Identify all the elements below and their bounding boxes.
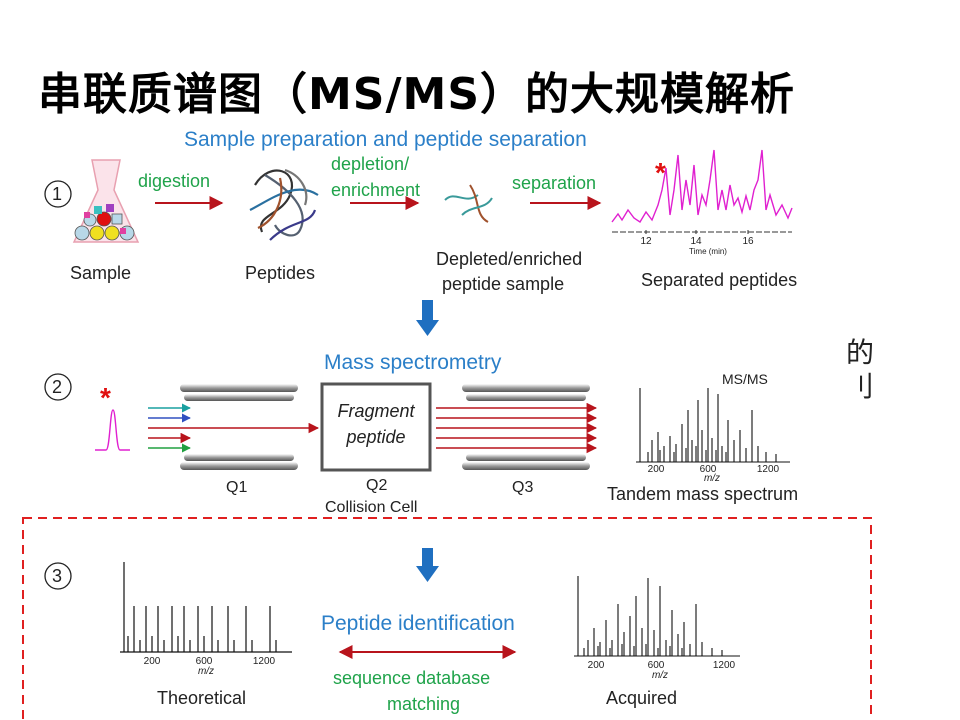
section1-heading: Sample preparation and peptide separatio… [184,128,587,151]
chrom-tick: 14 [690,236,702,247]
depletion-label: depletion/ [331,154,410,174]
down-arrow-icon-2 [416,548,439,582]
fragment-line2: peptide [346,427,406,447]
down-arrow-icon-1 [416,300,439,336]
chrom-tick: 12 [640,236,652,247]
theoretical-tick: 600 [196,656,213,667]
tandem-spectrum [636,388,790,463]
step-3-circle [44,562,72,590]
acquired-tick: 1200 [713,660,736,671]
step-2-number: 2 [52,377,63,397]
separated-label: Separated peptides [641,270,798,290]
peptides-tangle-icon [249,168,319,241]
collision-cell-label: Collision Cell [325,499,418,516]
sample-label: Sample [70,263,132,283]
q3-label: Q3 [512,479,534,496]
acquired-tick: 200 [588,660,605,671]
step-2-circle [44,373,72,401]
tandem-tick: 1200 [757,464,780,475]
chrom-tick: 16 [742,236,754,247]
theoretical-tick: 200 [144,656,161,667]
collision-cell-box [320,382,432,472]
theoretical-spectrum [120,562,292,653]
theoretical-label: Theoretical [157,688,247,708]
tandem-tick: 200 [648,464,665,475]
ms-star: * [100,382,111,413]
theoretical-mz: m/z [198,666,214,677]
partial-text-2: 刂 [846,371,875,402]
q3-quadrupole [462,384,590,470]
msms-label: MS/MS [722,371,768,387]
tandem-label: Tandem mass spectrum [607,484,799,504]
step-3-number: 3 [52,566,63,586]
q2-label: Q2 [366,477,388,494]
depleted-peptides-icon [444,184,493,223]
chrom-axis-label: Time (min) [689,247,727,256]
separation-label: separation [512,173,597,193]
step-3-highlight-box [22,517,872,720]
peptides-label: Peptides [245,263,316,283]
acquired-tick: 600 [648,660,665,671]
chromatogram [611,149,793,234]
chrom-star: * [655,157,666,188]
fragment-peptide-label: Fragment peptide [322,398,430,450]
tandem-mz: m/z [704,473,720,484]
section2-heading: Mass spectrometry [324,351,502,374]
acquired-mz: m/z [652,670,668,681]
acquired-label: Acquired [606,688,678,708]
step-1-number: 1 [52,184,63,204]
q1-quadrupole [180,384,298,470]
depleted-label-line1: Depleted/enriched [436,249,583,269]
tandem-tick: 600 [700,464,717,475]
q1-label: Q1 [226,479,248,496]
matching-label-line1: sequence database [333,668,491,688]
fragment-line1: Fragment [337,401,415,421]
step-1-circle [44,180,72,208]
depleted-label-line2: peptide sample [442,274,565,294]
theoretical-tick: 1200 [253,656,276,667]
partial-text-1: 的 [846,337,875,368]
page-title: 串联质谱图（MS/MS）的大规模解析 [38,69,796,120]
acquired-spectrum [574,576,740,657]
digestion-label: digestion [138,171,211,191]
enrichment-label: enrichment [331,180,421,200]
ms-input-peak [95,409,130,451]
sample-flask-icon [72,159,140,243]
matching-label-line2: matching [387,694,461,714]
identification-label: Peptide identification [321,612,515,635]
